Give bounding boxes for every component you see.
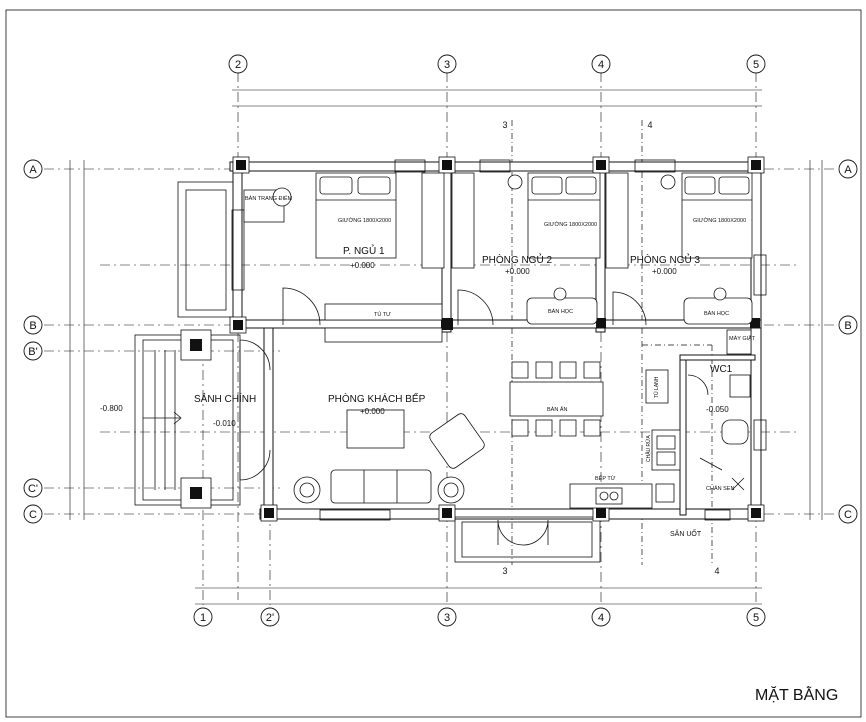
- label-kitchen: BẾP TỪ: [595, 475, 616, 482]
- label-bed3: GIƯỜNG 1800X2000: [693, 217, 746, 224]
- doors: [239, 287, 709, 546]
- room-label-hall: SẢNH CHÍNH: [194, 392, 256, 405]
- dining-table: [509, 381, 604, 417]
- axis-top-2: 2: [235, 59, 241, 71]
- axis-left-C: C: [29, 509, 37, 521]
- drawing-title: MẶT BẰNG: [755, 685, 838, 704]
- axis-right-C: C: [844, 509, 852, 521]
- label-dresser: BÀN TRANG ĐIỂM: [245, 195, 293, 202]
- axis-bottom-1: 1: [200, 612, 206, 624]
- axis-bubbles: [23, 54, 858, 627]
- axis-right-B: B: [844, 320, 851, 332]
- coffee-table: [346, 409, 405, 449]
- axis-left-Bprime: B': [28, 346, 37, 358]
- label-bed2: GIƯỜNG 1800X2000: [544, 221, 597, 228]
- axis-bottom-2prime: 2': [266, 612, 274, 624]
- axis-top-5: 5: [753, 59, 759, 71]
- columns: [229, 156, 765, 522]
- room-label-bed2: PHÒNG NGỦ 2: [482, 253, 552, 266]
- room-label-bed1: P. NGỦ 1: [343, 244, 385, 257]
- room-label-living: PHÒNG KHÁCH BẾP: [328, 392, 426, 405]
- armchair: [429, 413, 485, 469]
- axis-top-3: 3: [444, 59, 450, 71]
- axis-left-Cprime: C': [28, 483, 38, 495]
- axis-left-B: B: [29, 320, 36, 332]
- washer: [726, 329, 752, 355]
- walls: [229, 159, 767, 563]
- section-mark-4-bottom: 4: [714, 566, 719, 576]
- label-wardrobe: TỦ TƯ: [374, 311, 391, 318]
- wc-basin: [729, 374, 751, 398]
- label-washer: MÁY GIẶT: [729, 335, 756, 342]
- wardrobe-1: [421, 172, 445, 269]
- dimension-lines: [69, 89, 823, 605]
- axis-left-A: A: [29, 164, 37, 176]
- level-bed2: +0.000: [505, 267, 530, 276]
- label-bed1: GIƯỜNG 1800X2000: [338, 217, 391, 224]
- label-desk3: BÀN HỌC: [704, 310, 729, 317]
- section-mark-3-top: 3: [502, 120, 507, 130]
- bedroom-furniture: [243, 172, 753, 343]
- axis-bottom-3: 3: [444, 612, 450, 624]
- label-dining: BÀN ĂN: [547, 406, 568, 413]
- wardrobe-tu: [324, 303, 443, 321]
- axis-bottom-4: 4: [598, 612, 604, 624]
- label-fridge: TỦ LẠNH: [653, 376, 660, 398]
- level-bed1: +0.000: [350, 261, 375, 270]
- level-porch: -0.800: [100, 404, 123, 413]
- axis-right-A: A: [844, 164, 852, 176]
- level-wc: -0.050: [706, 405, 729, 414]
- level-bed3: +0.000: [652, 267, 677, 276]
- axis-top-4: 4: [598, 59, 604, 71]
- section-mark-3-bottom: 3: [502, 566, 507, 576]
- drawing-frame: [5, 9, 862, 718]
- fridge: [645, 369, 669, 404]
- room-label-yard: SÂN UỐT: [670, 528, 702, 538]
- label-desk2: BÀN HỌC: [548, 308, 573, 315]
- level-living: +0.000: [360, 407, 385, 416]
- room-label-wc: WC1: [710, 364, 733, 375]
- entry-porch: [134, 181, 241, 509]
- label-sink: CHẬU RỬA: [645, 435, 652, 462]
- level-hall: -0.010: [213, 419, 236, 428]
- room-label-bed3: PHÒNG NGỦ 3: [630, 253, 700, 266]
- section-mark-4-top: 4: [647, 120, 652, 130]
- sofa: [330, 469, 432, 504]
- axis-bottom-5: 5: [753, 612, 759, 624]
- toilet: [721, 419, 749, 445]
- living-furniture: [293, 329, 752, 509]
- label-shower: CHÂN SEN: [706, 485, 734, 492]
